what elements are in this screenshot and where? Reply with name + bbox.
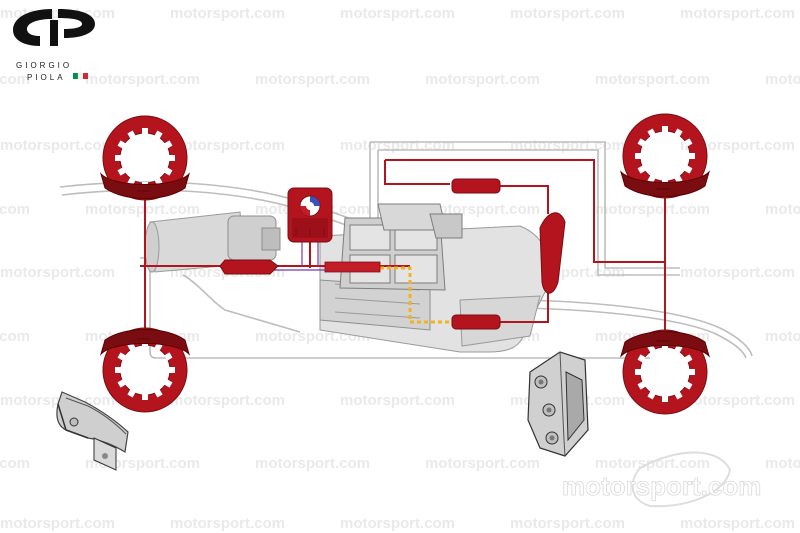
watermark-text: motorsport.com bbox=[425, 71, 540, 88]
gp-monogram-icon bbox=[13, 9, 95, 46]
disc-front-right: brembo bbox=[619, 113, 711, 199]
watermark-text: motorsport.com bbox=[340, 137, 455, 154]
watermark-text: motorsport.com bbox=[765, 455, 800, 472]
logo-line1: GIORGIO bbox=[16, 61, 72, 70]
watermark-text: motorsport.com bbox=[765, 328, 800, 345]
watermark-text: motorsport.com bbox=[0, 264, 115, 281]
watermark-text: motorsport.com bbox=[510, 137, 625, 154]
watermark-text: motorsport.com bbox=[765, 71, 800, 88]
watermark-text: motorsport.com bbox=[170, 515, 285, 532]
caliper-brand-label: brembo bbox=[657, 186, 671, 191]
watermark-text: motorsport.com bbox=[255, 71, 370, 88]
gearbox-housing bbox=[319, 203, 551, 353]
hydraulic-line-yellow bbox=[380, 266, 452, 324]
corner-watermark-text: motorsport.com bbox=[562, 471, 761, 501]
watermark-text: motorsport.com bbox=[765, 201, 800, 218]
disc-rear-left: brembo bbox=[99, 327, 191, 413]
watermark-text: motorsport.com bbox=[0, 5, 115, 22]
flag-red bbox=[83, 73, 88, 79]
watermark-text: motorsport.com bbox=[0, 137, 115, 154]
watermark-text: motorsport.com bbox=[255, 455, 370, 472]
giorgio-piola-logo: GIORGIO PIOLA bbox=[13, 9, 95, 82]
watermark-text: motorsport.com bbox=[425, 455, 540, 472]
watermark-text: motorsport.com bbox=[595, 201, 710, 218]
watermark-text: motorsport.com bbox=[510, 515, 625, 532]
watermark-text: motorsport.com bbox=[680, 515, 795, 532]
disc-front-left: brembo bbox=[99, 115, 191, 201]
watermark-text: motorsport.com bbox=[170, 5, 285, 22]
watermark-text: motorsport.com bbox=[0, 71, 30, 88]
inline-components bbox=[219, 178, 566, 330]
logo-line2: PIOLA bbox=[27, 73, 66, 82]
watermark-text: motorsport.com bbox=[595, 71, 710, 88]
watermark-text: motorsport.com bbox=[85, 71, 200, 88]
watermark-text: motorsport.com bbox=[595, 455, 710, 472]
watermark-text: motorsport.com bbox=[85, 201, 200, 218]
brake-discs: brembo brembo brembo brembo bbox=[99, 113, 711, 415]
flag-white bbox=[77, 72, 84, 80]
watermark-text: motorsport.com bbox=[340, 515, 455, 532]
caliper-brand-label: brembo bbox=[137, 336, 151, 341]
brake-lines bbox=[140, 159, 666, 335]
watermark-text: motorsport.com bbox=[510, 5, 625, 22]
flag-green bbox=[73, 73, 78, 79]
watermark-text: motorsport.com bbox=[340, 5, 455, 22]
watermark-text: motorsport.com bbox=[680, 392, 795, 409]
watermark-text: motorsport.com bbox=[170, 392, 285, 409]
watermark-text: motorsport.com bbox=[680, 5, 795, 22]
watermark-text: motorsport.com bbox=[0, 455, 30, 472]
watermark-text: motorsport.com bbox=[0, 328, 30, 345]
caliper-brand-label: brembo bbox=[657, 338, 671, 343]
caliper-piece-left-icon bbox=[56, 391, 129, 471]
caliper-piece-right-icon bbox=[527, 351, 589, 457]
disc-rear-right: brembo bbox=[619, 329, 711, 415]
watermark-text: motorsport.com bbox=[170, 137, 285, 154]
watermark-text: motorsport.com bbox=[680, 264, 795, 281]
watermark-text: motorsport.com bbox=[680, 137, 795, 154]
caliper-brand-label: brembo bbox=[137, 188, 151, 193]
fluid-reservoir-icon bbox=[287, 187, 333, 243]
watermark-text: motorsport.com bbox=[0, 515, 115, 532]
watermark-text: motorsport.com bbox=[340, 392, 455, 409]
motorsport-corner-watermark: motorsport.com bbox=[562, 451, 762, 508]
watermark-text: motorsport.com bbox=[0, 201, 30, 218]
